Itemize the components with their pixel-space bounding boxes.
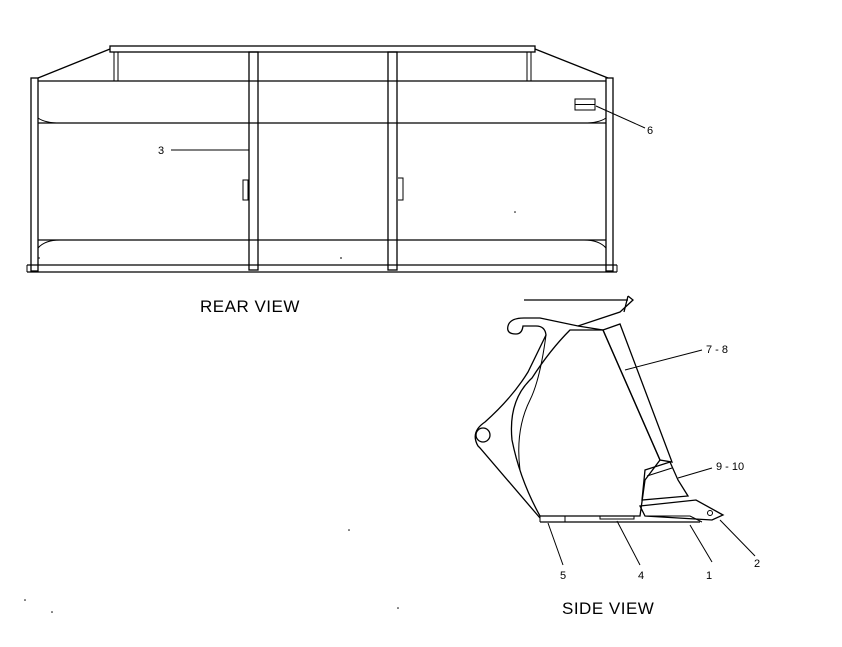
cutting-edge xyxy=(638,499,725,521)
leader-9-10 xyxy=(677,467,713,479)
bucket-back-profile xyxy=(474,295,634,519)
bucket-shell xyxy=(510,329,661,517)
rear-view-title: REAR VIEW xyxy=(200,297,300,316)
callout-2: 2 xyxy=(754,558,760,570)
top-rail xyxy=(109,45,536,53)
callout-1: 1 xyxy=(706,570,712,582)
leader-5 xyxy=(547,522,564,566)
stiffener-right xyxy=(387,51,398,271)
callout-4: 4 xyxy=(638,570,644,582)
leader-6 xyxy=(595,105,646,129)
leader-1 xyxy=(689,524,713,563)
right-brace xyxy=(534,48,609,79)
callout-5: 5 xyxy=(560,570,566,582)
pin-hole xyxy=(475,427,491,443)
callout-9-10: 9 - 10 xyxy=(716,461,744,473)
leader-7-8 xyxy=(624,349,703,371)
callout-7-8: 7 - 8 xyxy=(706,344,728,356)
right-side-plate xyxy=(605,77,614,272)
left-brace xyxy=(37,48,111,79)
wear-plate-4 xyxy=(599,515,635,520)
tooth-pin xyxy=(707,510,713,516)
side-view-bucket xyxy=(474,295,756,566)
callout-3: 3 xyxy=(158,145,164,157)
leader-4 xyxy=(616,520,641,566)
left-side-plate xyxy=(30,77,39,272)
rear-view-bucket xyxy=(26,45,646,273)
side-plate-9-10 xyxy=(641,461,690,501)
side-plate-7-8 xyxy=(602,323,674,463)
leader-2 xyxy=(719,519,756,557)
callout-6: 6 xyxy=(647,125,653,137)
side-view-title: SIDE VIEW xyxy=(562,599,654,618)
stiffener-left xyxy=(248,51,259,271)
